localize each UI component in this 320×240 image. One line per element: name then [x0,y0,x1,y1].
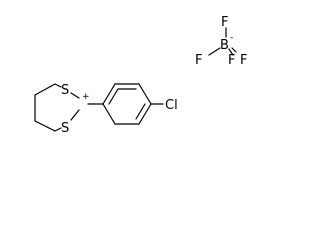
bond-c6-s1 [54,83,62,88]
bond-s1-c2 [70,92,80,99]
tetrafluoroborate: F B - F F F [195,15,247,68]
dithiane-ring [34,83,80,132]
bond-b-f-bottom [228,48,234,56]
sulfur-top-label: S [61,83,69,98]
fluorine-top-label: F [221,15,228,30]
benzene-bond-6 [102,103,116,125]
fluorine-left-label: F [195,53,202,68]
benzene-double-2 [135,103,146,120]
bond-s3-c5 [54,127,62,132]
chemical-structure: S S + Cl F B - F F F [34,15,247,136]
chlorine-label: Cl [165,98,178,113]
bond-c5-c5b [34,120,56,132]
bond-b-f-left [208,47,221,56]
boron-label: B [220,38,229,53]
bond-c4-c6 [34,83,56,96]
boron-charge: - [230,33,233,43]
benzene-bond-4 [138,103,152,125]
bond-c2-s3 [70,109,80,121]
benzene-ring [102,83,152,125]
sulfur-bottom-label: S [61,121,69,136]
carbocation-charge: + [82,92,90,102]
bond-b-f-right [231,47,237,53]
benzene-bond-3 [138,83,152,105]
benzene-bond-1 [102,83,116,105]
fluorine-bottom-label: F [240,53,247,68]
benzene-double-3 [108,88,119,105]
fluorine-right-label: F [228,53,235,68]
